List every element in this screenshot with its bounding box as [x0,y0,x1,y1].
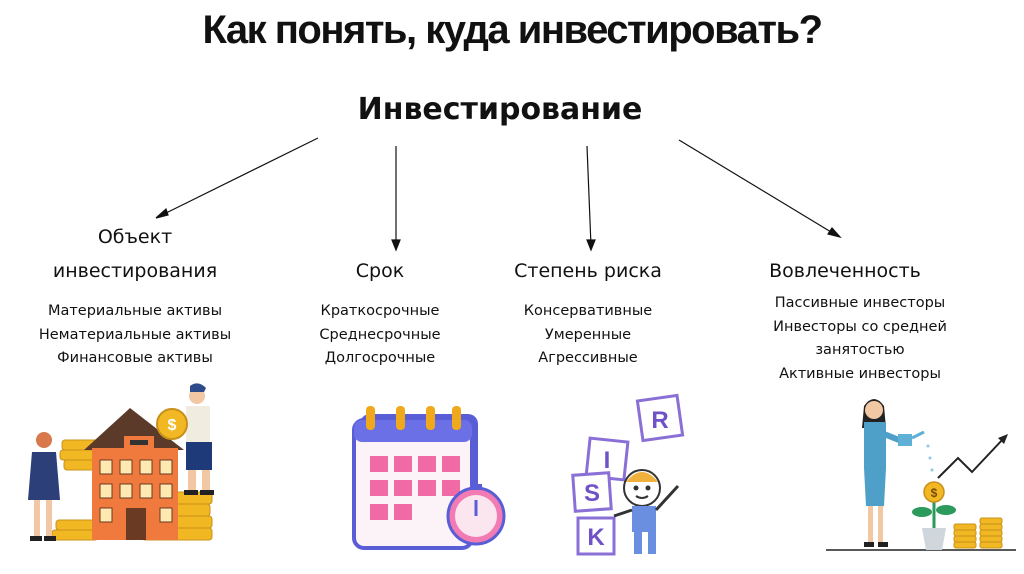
arrow-to-involvement [678,139,837,236]
list-item: Краткосрочные [320,303,440,319]
letter-k: K [587,524,605,551]
branch-heading: Вовлеченность [710,254,980,288]
branch-heading-line: Объект [97,226,173,248]
branch-heading: Срок [290,254,470,288]
branch-heading-line: Срок [355,260,405,282]
list-item: Долгосрочные [324,350,436,366]
branch-heading-line: Степень риска [514,260,662,282]
list-item: занятостью [815,342,905,358]
page-title: Как понять, куда инвестировать? [202,8,823,52]
list-item: Финансовые активы [57,350,213,366]
arrow-to-risk [586,145,592,247]
dollar-sign: $ [168,417,177,434]
risk-blocks-icon: R I S K [571,393,685,556]
list-item: Инвесторы со средней [773,318,947,335]
branch-object: Объект инвестирования Материальные актив… [20,220,250,371]
letter-r: R [651,407,668,434]
branch-heading: Степень риска [488,254,688,288]
root-node: Инвестирование [357,92,643,127]
branch-items: Краткосрочные Среднесрочные Долгосрочные [290,300,470,371]
house-coins-people-icon: $ [28,383,214,541]
list-item: Умеренные [544,326,632,343]
branch-heading: Объект инвестирования [20,220,250,288]
list-item: Активные инвесторы [779,365,941,382]
calendar-clock-icon [352,406,506,550]
plant-dollar-sign: $ [931,486,938,500]
list-item: Нематериальные активы [38,326,232,343]
list-item: Материальные активы [47,303,223,319]
list-item: Пассивные инвесторы [774,295,946,311]
branch-heading-line: Вовлеченность [769,260,921,282]
branch-term: Срок Краткосрочные Среднесрочные Долгоср… [290,254,470,371]
branch-risk: Степень риска Консервативные Умеренные А… [488,254,688,371]
branch-items: Материальные активы Нематериальные актив… [20,300,250,371]
branch-involvement: Вовлеченность Пассивные инвесторы Инвест… [740,254,980,386]
arrow-to-object [159,137,319,217]
investor-plant-icon: $ [826,399,1016,551]
list-item: Агрессивные [538,350,638,366]
list-item: Консервативные [523,303,653,319]
letter-s: S [584,480,600,507]
branch-items: Пассивные инвесторы Инвесторы со средней… [740,292,980,386]
letter-i: I [604,447,611,474]
list-item: Среднесрочные [319,326,441,343]
branch-heading-line: инвестирования [52,260,218,282]
branch-items: Консервативные Умеренные Агрессивные [488,300,688,371]
